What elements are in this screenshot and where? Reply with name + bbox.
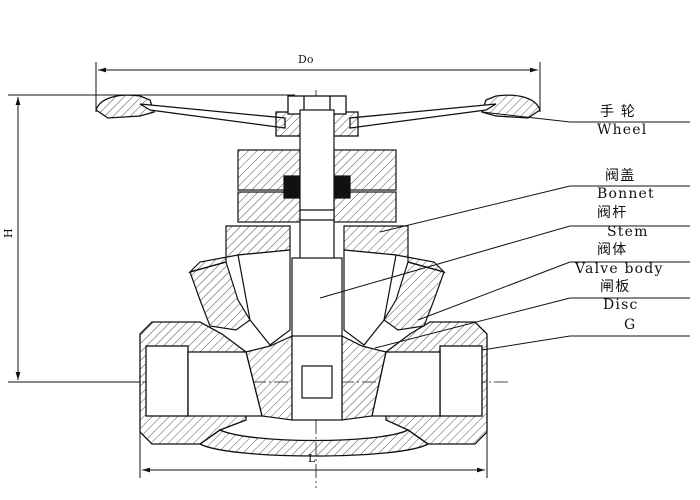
packing-seal-right xyxy=(333,175,351,199)
packing-seal-left xyxy=(283,175,301,199)
label-disc-en: Disc xyxy=(603,297,639,313)
label-wheel-en: Wheel xyxy=(597,122,647,138)
valve-body xyxy=(139,321,488,457)
disc xyxy=(245,335,387,421)
label-stem-cn: 阀杆 xyxy=(597,205,627,221)
leader-disc xyxy=(374,297,571,349)
leader-bonnet xyxy=(379,185,571,233)
leader-body xyxy=(417,261,571,321)
label-stem-en: Stem xyxy=(607,224,649,240)
stem xyxy=(291,109,343,339)
label-body-en: Valve body xyxy=(574,261,664,277)
label-wheel-cn: 手 轮 xyxy=(600,104,636,120)
leader-g xyxy=(481,335,571,351)
dimension-h xyxy=(8,94,295,383)
bonnet xyxy=(187,225,447,346)
dimension-do xyxy=(95,62,541,112)
dimension-l xyxy=(139,428,488,478)
label-g: G xyxy=(624,317,636,333)
leader-wheel xyxy=(481,111,571,123)
label-body-cn: 阀体 xyxy=(597,242,627,258)
dimension-h-label: H xyxy=(2,228,15,238)
dimension-do-label: Do xyxy=(298,53,314,66)
dimension-l-label: L xyxy=(308,452,316,465)
leader-stem xyxy=(319,225,571,299)
label-bonnet-cn: 阀盖 xyxy=(605,168,635,184)
leader-lines xyxy=(319,111,690,351)
label-disc-cn: 闸板 xyxy=(600,279,630,295)
label-bonnet-en: Bonnet xyxy=(597,186,655,202)
